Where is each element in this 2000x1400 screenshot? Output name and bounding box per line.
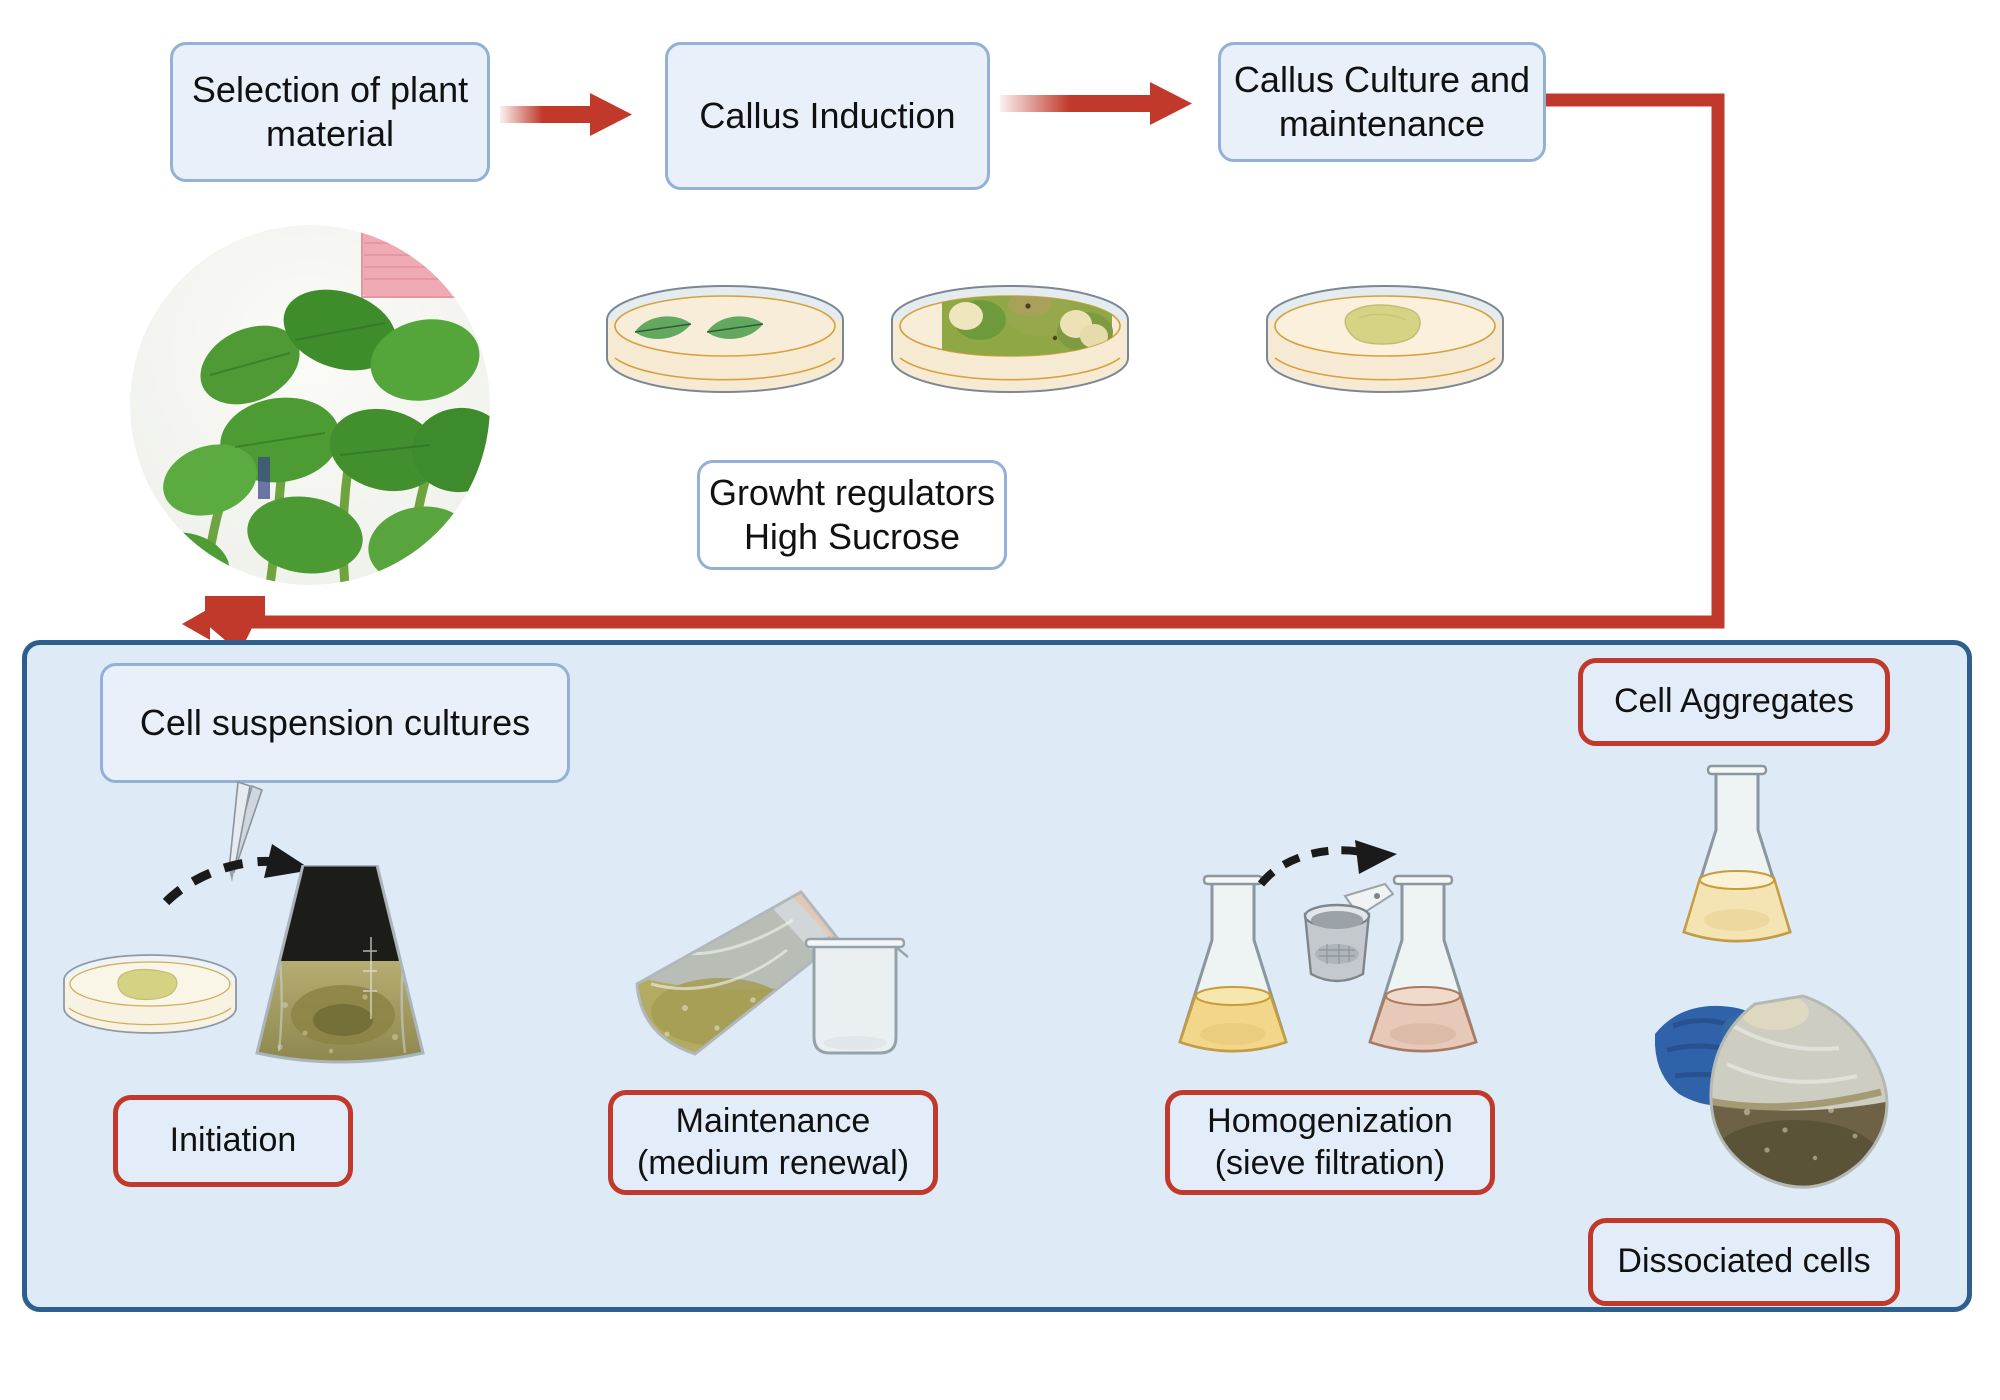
output-dissociated-cells-label: Dissociated cells xyxy=(1617,1242,1871,1281)
petri-dish-with-callus xyxy=(1255,280,1515,420)
output-cell-aggregates-label: Cell Aggregates xyxy=(1613,682,1855,721)
panel-entry-label: Cell suspension cultures xyxy=(139,702,531,744)
plant-seedlings-photo xyxy=(130,225,490,585)
petri-dish-with-callus-photo xyxy=(880,280,1140,420)
panel-entry-cell-suspension-cultures[interactable]: Cell suspension cultures xyxy=(100,663,570,783)
step2-label: Callus Induction xyxy=(699,95,956,137)
erlenmeyer-flask-yellow xyxy=(1168,870,1298,1065)
output-cell-aggregates[interactable]: Cell Aggregates xyxy=(1578,658,1890,746)
step-callus-induction[interactable]: Callus Induction xyxy=(665,42,990,190)
stage-homogenization[interactable]: Homogenization (sieve filtration) xyxy=(1165,1090,1495,1195)
step-selection-of-plant-material[interactable]: Selection of plant material xyxy=(170,42,490,182)
flask-initiation-photo xyxy=(245,863,435,1065)
petri-dish-with-leaf-explants xyxy=(595,280,855,420)
flask-maintenance-photo xyxy=(625,888,855,1073)
step-callus-culture-and-maintenance[interactable]: Callus Culture and maintenance xyxy=(1218,42,1546,162)
note-growth-regulators[interactable]: Growht regulators High Sucrose xyxy=(697,460,1007,570)
stage-maintenance-label: Maintenance (medium renewal) xyxy=(636,1102,910,1182)
stage-initiation[interactable]: Initiation xyxy=(113,1095,353,1187)
step1-label: Selection of plant material xyxy=(191,69,469,154)
stage-homogenization-label: Homogenization (sieve filtration) xyxy=(1207,1102,1453,1182)
note-growth-regulators-label: Growht regulators High Sucrose xyxy=(708,472,996,557)
forceps-and-transfer-arrow xyxy=(162,780,312,906)
stage-maintenance[interactable]: Maintenance (medium renewal) xyxy=(608,1090,938,1195)
stage-initiation-label: Initiation xyxy=(169,1121,297,1160)
sieve-icon xyxy=(1285,878,1405,998)
erlenmeyer-flask-aggregates xyxy=(1672,760,1802,955)
arrow-step1-step2 xyxy=(500,93,632,136)
dashed-homogenization-arrow xyxy=(1257,840,1397,887)
erlenmeyer-flask-pink xyxy=(1358,870,1488,1065)
dashed-transfer-arrow xyxy=(162,856,279,906)
beaker-icon xyxy=(800,925,910,1065)
forceps-icon xyxy=(228,780,264,882)
gloved-hand-flask-photo xyxy=(1654,990,1915,1205)
arrow-step2-step3 xyxy=(1000,82,1192,125)
petri-dish-with-callus-small xyxy=(55,950,245,1055)
output-dissociated-cells[interactable]: Dissociated cells xyxy=(1588,1218,1900,1306)
step3-label: Callus Culture and maintenance xyxy=(1233,59,1531,144)
